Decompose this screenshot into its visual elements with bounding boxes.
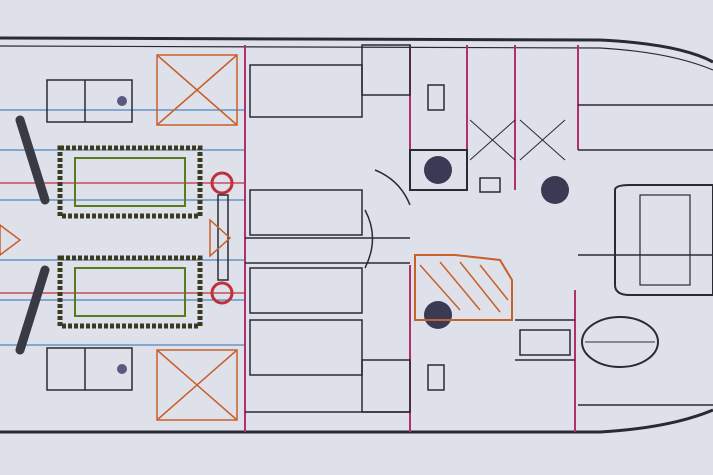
table bbox=[581, 316, 659, 368]
toilet-icon bbox=[427, 84, 445, 111]
exhaust-pipes bbox=[15, 115, 50, 355]
tank-box-port bbox=[46, 79, 133, 123]
generator bbox=[217, 194, 229, 281]
engine-starboard bbox=[57, 255, 234, 329]
shower-icon bbox=[541, 176, 569, 204]
engine-room bbox=[0, 54, 245, 421]
tank-box-starboard bbox=[46, 347, 133, 391]
pump-icon bbox=[117, 364, 127, 374]
hull-top-inner bbox=[0, 45, 713, 71]
toilet-icon bbox=[427, 364, 445, 391]
shower-icon bbox=[424, 301, 452, 329]
bed-lower bbox=[249, 319, 363, 376]
hull-bottom bbox=[0, 408, 713, 434]
saloon bbox=[581, 184, 713, 368]
bed-upper-2 bbox=[249, 189, 363, 236]
cabins bbox=[245, 44, 411, 413]
stairs bbox=[414, 254, 513, 321]
hatch-starboard bbox=[156, 349, 238, 421]
sofa bbox=[614, 184, 713, 296]
engine-port bbox=[57, 145, 234, 219]
hull-top bbox=[0, 36, 713, 64]
bed-lower-2 bbox=[249, 267, 363, 314]
hatch-port bbox=[156, 54, 238, 126]
heads bbox=[409, 84, 569, 391]
galley bbox=[515, 104, 713, 406]
shower-icon bbox=[424, 156, 452, 184]
pump-icon bbox=[117, 96, 127, 106]
